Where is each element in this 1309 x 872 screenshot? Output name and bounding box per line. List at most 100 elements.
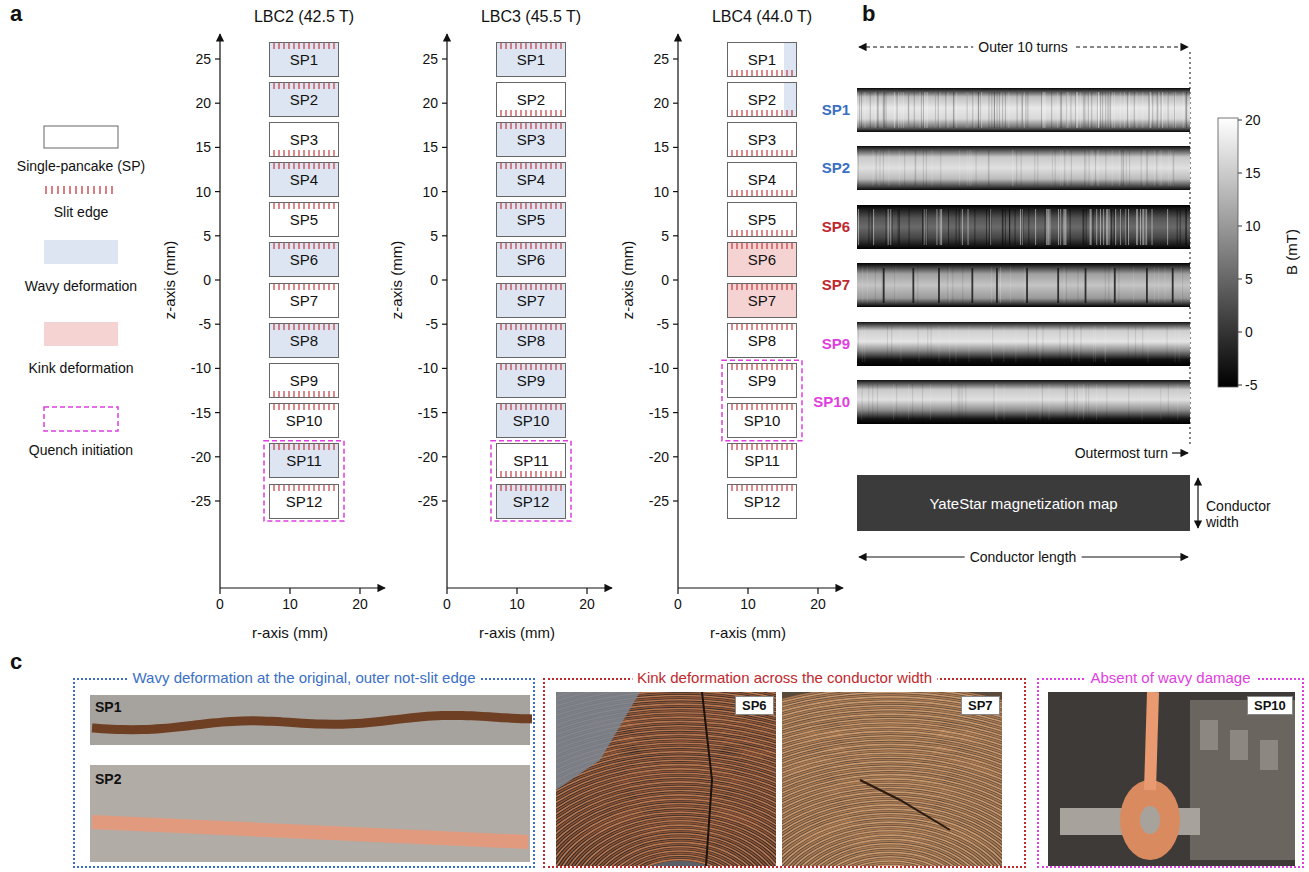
strip-texture — [1043, 92, 1044, 128]
strip-texture — [1022, 209, 1023, 245]
slit-tick — [333, 43, 334, 49]
strip-texture — [1181, 267, 1182, 303]
axis-tick — [446, 588, 447, 594]
strip-texture — [1105, 150, 1106, 186]
strip-texture — [886, 209, 887, 245]
strip-texture — [1070, 92, 1071, 128]
slit-tick — [786, 404, 787, 410]
slit-tick — [333, 284, 334, 290]
strip-texture — [1167, 92, 1168, 128]
axis-tick — [747, 588, 748, 594]
slit-tick — [303, 284, 304, 290]
pancake-box: SP12 — [269, 484, 339, 519]
slit-tick — [298, 324, 299, 330]
node-label: SP2 — [290, 91, 318, 108]
winding — [782, 692, 1002, 866]
slit-tick — [736, 230, 737, 236]
strip-texture — [922, 209, 923, 245]
photo-label: SP2 — [95, 771, 121, 787]
slit-tick — [791, 284, 792, 290]
strip-texture — [894, 267, 895, 303]
slit-tick — [298, 284, 299, 290]
winding — [782, 740, 1002, 866]
strip-texture — [1036, 326, 1037, 362]
strip-texture — [858, 92, 859, 128]
colorbar-tick — [1238, 279, 1242, 280]
slit-tick — [781, 485, 782, 491]
strip-texture — [1120, 209, 1121, 245]
slit-tick — [741, 324, 742, 330]
slit-tick — [535, 364, 536, 370]
slit-tick — [323, 324, 324, 330]
slit-tick — [545, 43, 546, 49]
strip-texture — [991, 92, 992, 128]
slit-tick — [560, 123, 561, 129]
strip-texture — [991, 267, 992, 303]
slit-tick — [545, 243, 546, 249]
slit-tick — [515, 471, 516, 477]
strip-texture — [962, 267, 963, 303]
axis-tick-label: 0 — [203, 272, 211, 288]
strip-texture — [888, 209, 889, 245]
strip-texture — [1146, 209, 1147, 245]
slit-tick — [781, 230, 782, 236]
strip-texture — [915, 150, 916, 186]
slit-tick — [781, 444, 782, 450]
strip-texture — [1042, 326, 1043, 362]
strip-texture — [896, 384, 897, 420]
winding — [782, 768, 1002, 866]
slit-tick — [535, 243, 536, 249]
slit-tick — [45, 186, 46, 194]
strip-texture — [1083, 384, 1084, 420]
winding — [782, 734, 1002, 866]
map-box: YateStar magnetization map — [857, 475, 1190, 531]
slit-tick — [731, 284, 732, 290]
slit-tick — [283, 391, 284, 397]
slit-tick — [751, 150, 752, 156]
strip-texture — [931, 326, 932, 362]
strip-texture — [1143, 150, 1144, 186]
node-label: SP9 — [517, 372, 545, 389]
slit-tick — [560, 471, 561, 477]
slit-tick — [746, 243, 747, 249]
slit-tick — [313, 150, 314, 156]
slit-tick — [99, 186, 100, 194]
pancake-box: SP7 — [727, 283, 797, 318]
slit-tick — [540, 163, 541, 169]
axis-tick — [215, 500, 220, 501]
slit-tick — [741, 284, 742, 290]
axis-tick — [673, 412, 678, 413]
slit-tick — [63, 186, 64, 194]
slit-tick — [746, 284, 747, 290]
slit-tick — [328, 444, 329, 450]
strip-texture — [858, 209, 859, 245]
slit-tick — [333, 444, 334, 450]
strip-texture — [1078, 384, 1079, 420]
slit-tick — [505, 203, 506, 209]
winding — [556, 756, 776, 866]
pancake-box: SP3 — [496, 122, 566, 157]
slit-tick — [731, 70, 732, 76]
slit-tick — [313, 83, 314, 89]
slit-tick — [771, 404, 772, 410]
slit-tick — [535, 471, 536, 477]
pancake-box: SP8 — [727, 323, 797, 358]
node-label: SP5 — [290, 211, 318, 228]
strip-texture — [1015, 326, 1016, 362]
slit-tick — [303, 444, 304, 450]
slit-tick — [761, 284, 762, 290]
strip-texture — [1058, 209, 1059, 245]
slit-tick — [288, 43, 289, 49]
slit-tick — [756, 243, 757, 249]
strip-texture — [1112, 267, 1113, 303]
strip-texture — [968, 209, 969, 245]
slit-tick — [555, 110, 556, 116]
pancake-box: SP10 — [269, 403, 339, 438]
strip-texture — [959, 384, 960, 420]
strip-texture — [861, 92, 862, 128]
strip-texture — [1073, 326, 1074, 362]
slit-tick — [535, 110, 536, 116]
winding — [782, 753, 1002, 866]
winding — [782, 718, 1002, 866]
slit-tick — [545, 123, 546, 129]
